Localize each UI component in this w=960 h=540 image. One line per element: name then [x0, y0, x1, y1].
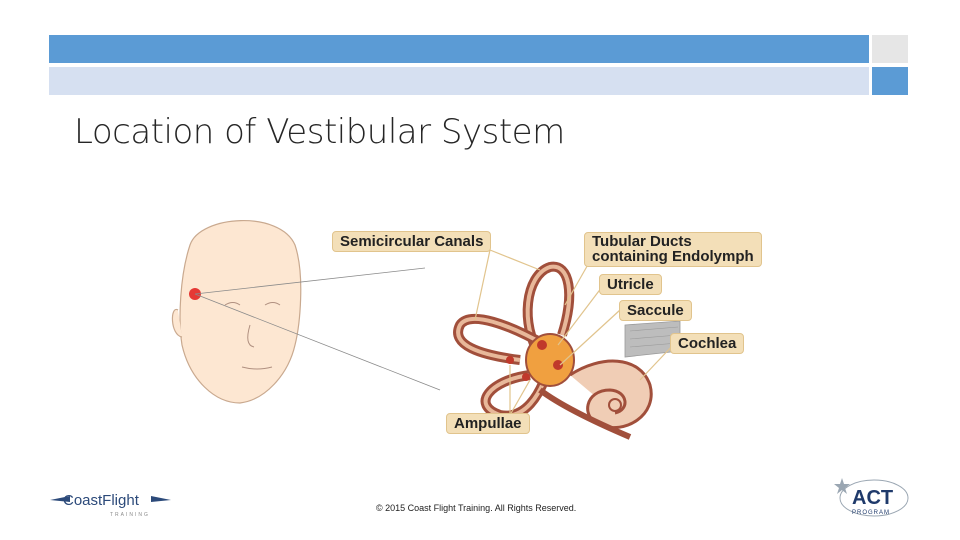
act-logo-text: ACT: [852, 487, 893, 509]
vestibular-figure: Semicircular Canals Tubular Ducts contai…: [170, 205, 790, 445]
act-program-logo-graphic: ACT PROGRAM: [834, 478, 909, 517]
act-logo-subtext: PROGRAM: [852, 510, 890, 516]
coastflight-logo-graphic: CoastFlight TRAINING: [50, 492, 171, 518]
header-accent-bar-light: [49, 67, 869, 95]
label-tubular-ducts-line1: Tubular Ducts: [592, 233, 692, 250]
slide-title: Location of Vestibular System: [74, 112, 565, 152]
head-illustration: [171, 220, 441, 404]
header-accent-square-blue: [872, 67, 908, 95]
label-utricle: Utricle: [599, 274, 662, 295]
coastflight-logo: CoastFlight TRAINING: [48, 478, 173, 520]
label-leader-lines: [474, 249, 676, 416]
label-ampullae: Ampullae: [446, 413, 530, 434]
label-saccule: Saccule: [619, 300, 692, 321]
label-tubular-ducts: Tubular Ducts containing Endolymph: [584, 232, 762, 267]
copyright-footer: © 2015 Coast Flight Training. All Rights…: [376, 503, 577, 513]
coastflight-logo-subtext: TRAINING: [110, 512, 150, 518]
act-program-logo: ACT PROGRAM: [832, 474, 912, 522]
coastflight-logo-text: CoastFlight: [63, 492, 140, 509]
label-cochlea: Cochlea: [670, 333, 745, 354]
label-semicircular-canals: Semicircular Canals: [332, 231, 492, 252]
label-tubular-ducts-line2: containing Endolymph: [592, 248, 754, 265]
header-accent-square-gray: [872, 35, 908, 63]
header-accent-bar: [49, 35, 869, 63]
